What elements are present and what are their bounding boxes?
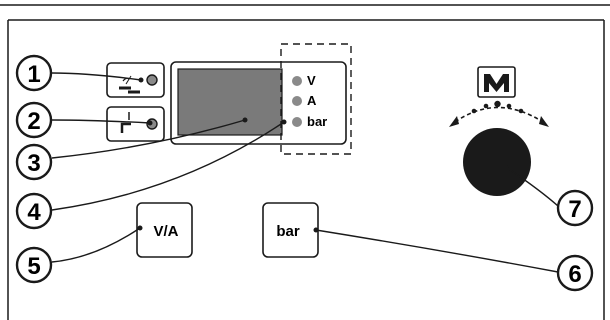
- callout-5: 5: [15, 246, 53, 284]
- callout-7-number: 7: [568, 196, 581, 223]
- bar-button[interactable]: bar: [262, 202, 319, 258]
- callout-1-number: 1: [27, 61, 40, 88]
- bar-led: [292, 117, 302, 127]
- indicator-bar-label: bar: [307, 114, 327, 129]
- synergic-m-logo-icon: [477, 66, 516, 98]
- va-button-label: V/A: [153, 223, 178, 240]
- indicator-v-label: V: [307, 73, 316, 88]
- leader-5: [51, 227, 141, 263]
- v-led: [292, 76, 302, 86]
- digital-display: [177, 68, 283, 136]
- leader-7: [505, 166, 559, 207]
- indicator-bar: bar: [292, 114, 327, 129]
- adjustment-knob[interactable]: [463, 128, 531, 196]
- callout-5-number: 5: [27, 253, 40, 280]
- callout-6-number: 6: [568, 261, 581, 288]
- callout-7: 7: [556, 189, 594, 227]
- callout-3: 3: [15, 143, 53, 181]
- callout-3-number: 3: [27, 150, 40, 177]
- callout-2-number: 2: [27, 108, 40, 135]
- leader-lines: [51, 72, 559, 273]
- indicator-v: V: [292, 73, 316, 88]
- leader-1: [51, 72, 142, 81]
- mode-button-2[interactable]: [106, 106, 165, 142]
- leader-6: [315, 229, 559, 273]
- callout-1: 1: [15, 54, 53, 92]
- indicator-group: [280, 43, 352, 155]
- leader-3: [51, 119, 246, 159]
- callout-6: 6: [556, 254, 594, 292]
- leader-4: [51, 121, 285, 211]
- callout-4-number: 4: [27, 199, 41, 226]
- va-button[interactable]: V/A: [136, 202, 193, 258]
- rotation-arc-icon: [449, 100, 549, 127]
- leader-2: [51, 119, 151, 124]
- mode-1-led: [146, 74, 158, 86]
- a-led: [292, 96, 302, 106]
- callout-2: 2: [15, 101, 53, 139]
- bar-button-label: bar: [276, 223, 300, 240]
- indicator-a: A: [292, 93, 317, 108]
- callout-4: 4: [15, 192, 53, 230]
- indicator-a-label: A: [307, 93, 317, 108]
- leader-dots: [137, 77, 509, 233]
- mode-button-1[interactable]: [106, 62, 165, 98]
- long-line-mig-icon: [120, 112, 131, 133]
